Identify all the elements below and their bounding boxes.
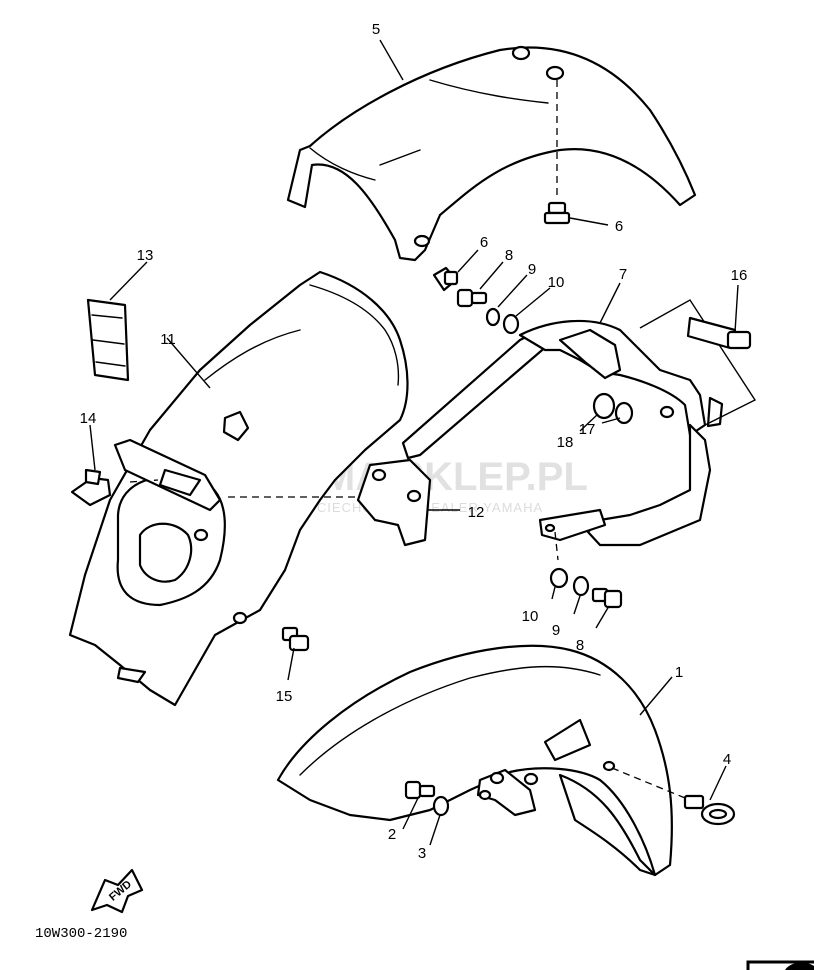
corner-logo — [746, 960, 814, 970]
leader-lines — [89, 39, 739, 846]
eye-bolt-4 — [683, 794, 736, 826]
washer-9-lower — [572, 575, 590, 597]
diagram-code: 10W300-2190 — [35, 926, 127, 942]
nut-15 — [281, 626, 310, 652]
callouts: 5 6 6 8 9 10 7 16 13 11 14 12 18 17 10 9… — [80, 21, 748, 862]
bolt-2 — [404, 780, 436, 800]
callout-18: 18 — [557, 434, 574, 451]
grab-bar-bracket — [401, 319, 724, 561]
callout-15: 15 — [276, 688, 293, 705]
fwd-arrow-icon: FWD — [90, 868, 144, 914]
callout-3: 3 — [418, 845, 426, 862]
callout-17: 17 — [579, 421, 596, 438]
bolt-8-lower — [591, 587, 623, 609]
callout-1: 1 — [675, 664, 683, 681]
callout-4: 4 — [723, 751, 731, 768]
bracket-plate-12 — [356, 458, 432, 547]
callout-10: 10 — [522, 608, 539, 625]
callout-10: 10 — [548, 274, 565, 291]
washer-17 — [614, 401, 634, 425]
callout-16: 16 — [731, 267, 748, 284]
callout-7: 7 — [619, 266, 627, 283]
front-fender — [276, 644, 691, 877]
callout-5: 5 — [372, 21, 380, 38]
callout-8: 8 — [505, 247, 513, 264]
nut-6-lower — [432, 266, 459, 292]
callout-14: 14 — [80, 410, 97, 427]
bolt-8-upper — [456, 288, 488, 308]
washer-3 — [432, 795, 450, 817]
callout-13: 13 — [137, 247, 154, 264]
rear-fender-main — [68, 270, 410, 707]
stay-bolt-16 — [639, 299, 757, 426]
washer-10-upper — [502, 313, 520, 335]
rear-fender-top — [286, 45, 697, 262]
nut-6-upper — [543, 201, 571, 225]
callout-9: 9 — [552, 622, 560, 639]
washer-10-lower — [549, 567, 569, 589]
callout-6: 6 — [615, 218, 623, 235]
clip-13 — [86, 298, 130, 382]
fastener-14 — [70, 468, 112, 507]
callout-8: 8 — [576, 637, 584, 654]
callout-12: 12 — [468, 504, 485, 521]
callout-9: 9 — [528, 261, 536, 278]
washer-18 — [592, 392, 616, 420]
callout-11: 11 — [160, 331, 176, 348]
washer-9-upper — [485, 307, 501, 327]
callout-6: 6 — [480, 234, 488, 251]
callout-2: 2 — [388, 826, 396, 843]
